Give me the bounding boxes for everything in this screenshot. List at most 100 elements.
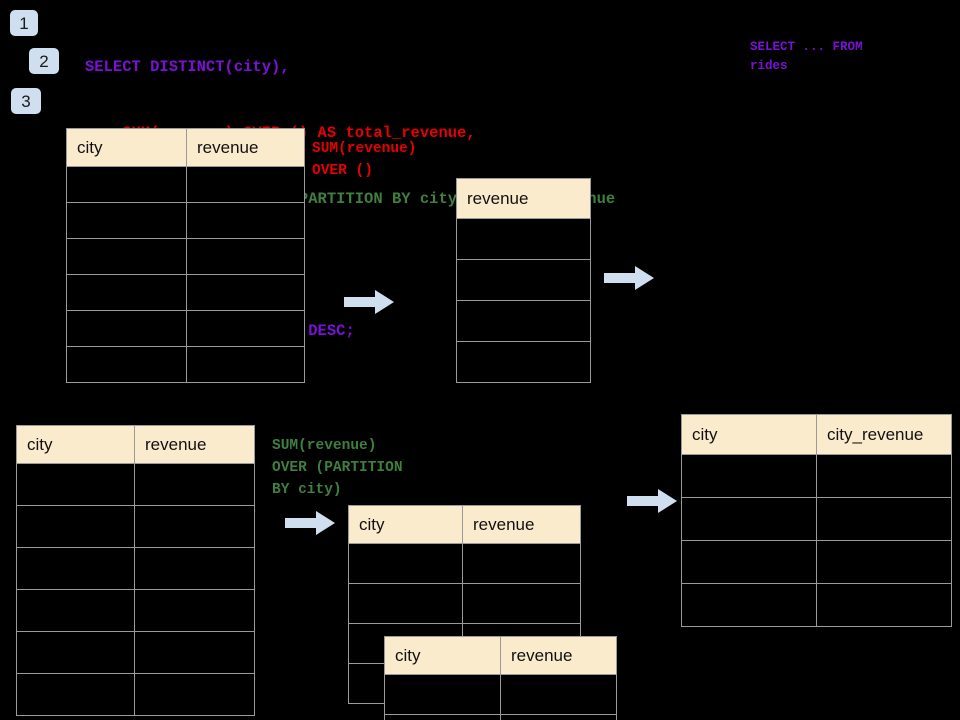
table-cell	[681, 497, 817, 541]
table-cell	[681, 583, 817, 627]
table-row	[456, 218, 591, 260]
table-cell	[66, 310, 187, 347]
table-cell	[16, 673, 135, 716]
step-badge-2[interactable]: 2	[29, 48, 59, 74]
annotation-sum-over-empty: SUM(revenue) OVER ()	[312, 141, 417, 179]
table-row	[66, 274, 305, 311]
table-row	[16, 673, 255, 716]
table-cell	[384, 674, 501, 715]
column-header-revenue: revenue	[456, 178, 591, 219]
table-row	[681, 540, 952, 584]
table-cell	[681, 540, 817, 584]
annotation-sum-over-partition: SUM(revenue) OVER (PARTITION BY city)	[272, 438, 403, 498]
column-header-city: city	[384, 636, 501, 675]
table-cell	[16, 505, 135, 548]
table-row	[66, 202, 305, 239]
column-header-revenue: revenue	[134, 425, 255, 464]
table-cell	[500, 714, 617, 720]
table-cell	[186, 346, 305, 383]
step-badge-3-label: 3	[21, 91, 31, 111]
table-cell	[134, 547, 255, 590]
arrow-partition-to-result	[627, 488, 677, 514]
table-row	[681, 454, 952, 498]
table-cell	[66, 346, 187, 383]
total-revenue-table: revenue	[456, 178, 591, 383]
table-row	[681, 497, 952, 541]
table-cell	[456, 300, 591, 342]
table-cell	[66, 166, 187, 203]
table-cell	[16, 631, 135, 674]
sql-line-select: SELECT DISTINCT(city),	[85, 58, 290, 76]
table-row	[66, 238, 305, 275]
table-row	[456, 300, 591, 342]
table-row	[384, 674, 617, 715]
table-cell	[681, 454, 817, 498]
table-cell	[186, 238, 305, 275]
table-header-row: revenue	[456, 178, 591, 219]
table-cell	[16, 589, 135, 632]
table-row	[66, 346, 305, 383]
arrow-source-to-total-revenue	[344, 289, 394, 315]
table-row	[16, 589, 255, 632]
table-cell	[66, 202, 187, 239]
column-header-revenue: revenue	[186, 128, 305, 167]
table-row	[456, 259, 591, 301]
table-cell	[66, 238, 187, 275]
table-cell	[134, 589, 255, 632]
table-cell	[456, 218, 591, 260]
table-cell	[66, 274, 187, 311]
table-row	[16, 631, 255, 674]
column-header-revenue: revenue	[500, 636, 617, 675]
table-cell	[816, 583, 952, 627]
table-row	[456, 341, 591, 383]
table-row	[16, 547, 255, 590]
column-header-revenue: revenue	[462, 505, 581, 544]
table-cell	[186, 166, 305, 203]
table-cell	[134, 463, 255, 506]
column-header-city: city	[348, 505, 463, 544]
table-cell	[348, 543, 463, 584]
table-cell	[16, 463, 135, 506]
table-cell	[186, 202, 305, 239]
step-badge-3[interactable]: 3	[11, 88, 41, 114]
table-cell	[816, 454, 952, 498]
arrow-right-icon	[604, 266, 654, 290]
table-cell	[16, 547, 135, 590]
arrow-source-to-partition	[285, 510, 335, 536]
annotation-select-from-rides: SELECT ... FROM rides	[750, 40, 863, 73]
step-badge-1[interactable]: 1	[10, 10, 38, 36]
table-cell	[186, 310, 305, 347]
table-row	[66, 166, 305, 203]
table-cell	[462, 583, 581, 624]
step-badge-2-label: 2	[39, 51, 49, 71]
table-row	[681, 583, 952, 627]
table-row	[348, 583, 581, 624]
table-cell	[134, 673, 255, 716]
table-cell	[462, 543, 581, 584]
arrow-right-icon	[344, 290, 394, 314]
table-cell	[134, 505, 255, 548]
table-cell	[816, 497, 952, 541]
arrow-right-icon	[285, 511, 335, 535]
table-cell	[456, 341, 591, 383]
column-header-city-revenue: city_revenue	[816, 414, 952, 455]
table-row	[66, 310, 305, 347]
table-cell	[456, 259, 591, 301]
table-cell	[500, 674, 617, 715]
column-header-city: city	[16, 425, 135, 464]
step-badge-1-label: 1	[19, 13, 29, 33]
table-row	[384, 714, 617, 720]
table-cell	[186, 274, 305, 311]
table-row	[16, 505, 255, 548]
arrow-right-icon	[627, 489, 677, 513]
table-cell	[816, 540, 952, 584]
